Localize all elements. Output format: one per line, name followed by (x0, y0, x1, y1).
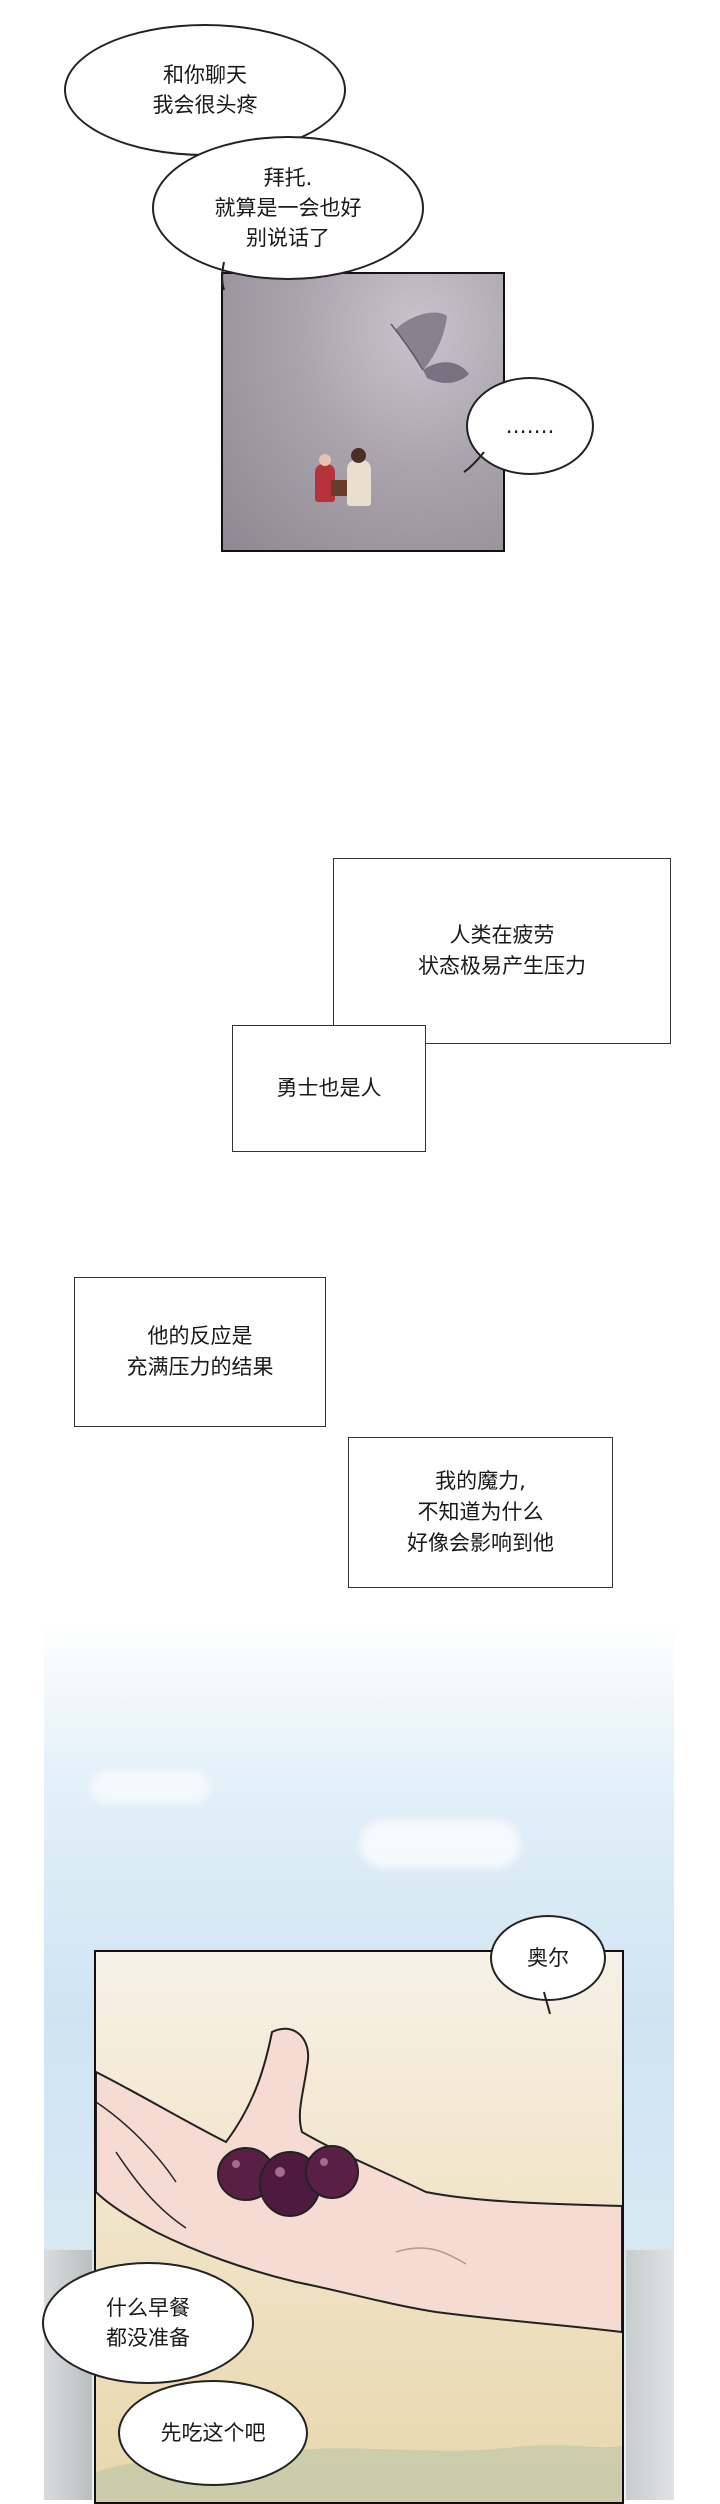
figure-left-head (319, 454, 331, 466)
hand-illustration (96, 2027, 622, 2502)
bubble-tail (221, 261, 225, 291)
narration-box-magic: 我的魔力, 不知道为什么 好像会影响到他 (348, 1437, 613, 1588)
name-bubble-orr: 奥尔 (490, 1915, 606, 2001)
speech-bubble-ellipsis: ……. (466, 377, 594, 475)
speech-bubble-headache: 和你聊天 我会很头疼 (64, 24, 346, 156)
butterfly-silhouette (390, 312, 469, 383)
berry (305, 2145, 359, 2199)
table (331, 480, 349, 496)
speech-bubble-eat-this: 先吃这个吧 (118, 2380, 308, 2486)
speech-bubble-please: 拜托. 就算是一会也好 别说话了 (152, 136, 424, 280)
figure-right-head (351, 448, 366, 463)
narration-box-reaction: 他的反应是 充满压力的结果 (74, 1277, 326, 1427)
speech-bubble-no-breakfast: 什么早餐 都没准备 (42, 2262, 254, 2384)
pillar-right (626, 2250, 674, 2500)
narration-box-hero: 勇士也是人 (232, 1025, 426, 1152)
cloud (360, 1820, 520, 1868)
figure-left (315, 464, 335, 502)
scene-panel-grey (221, 272, 505, 552)
bubble-tail (463, 451, 485, 473)
bubble-tail (543, 1991, 551, 2015)
narration-box-fatigue: 人类在疲劳 状态极易产生压力 (333, 858, 671, 1044)
figure-right (347, 460, 371, 506)
cloud (90, 1770, 210, 1804)
hand-berries-panel (94, 1950, 624, 2504)
